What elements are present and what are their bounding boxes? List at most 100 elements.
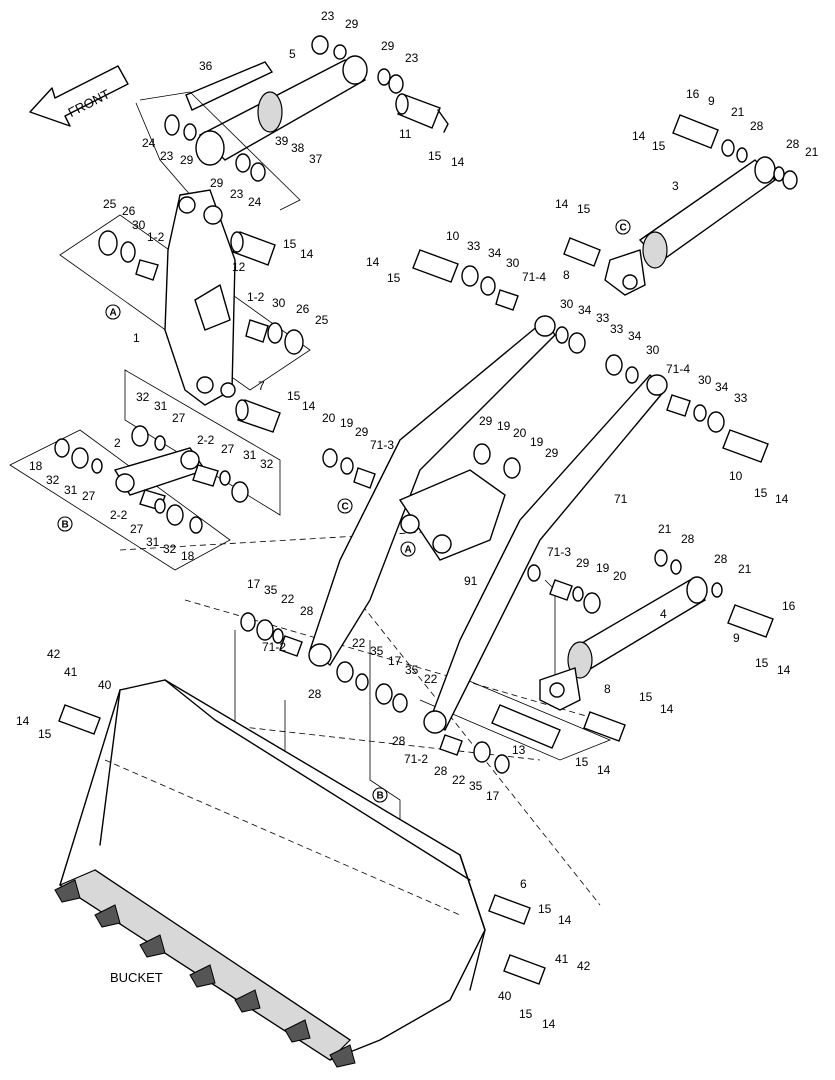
svg-text:28: 28 [681, 532, 695, 546]
svg-text:35: 35 [405, 663, 419, 677]
svg-text:17: 17 [247, 577, 261, 591]
ref-marker-b-1: B [57, 516, 73, 532]
front-arrow: FRONT [29, 65, 129, 127]
svg-text:1-2: 1-2 [147, 230, 165, 244]
svg-text:36: 36 [199, 59, 213, 73]
svg-text:32: 32 [46, 473, 60, 487]
bucket [54, 679, 486, 1068]
svg-text:28: 28 [434, 764, 448, 778]
svg-text:30: 30 [646, 343, 660, 357]
svg-text:C: C [620, 223, 627, 234]
pin-7 [235, 399, 281, 433]
svg-text:15: 15 [652, 139, 666, 153]
svg-text:30: 30 [560, 297, 574, 311]
svg-text:23: 23 [405, 51, 419, 65]
svg-text:11: 11 [399, 127, 412, 141]
svg-text:8: 8 [563, 268, 570, 282]
svg-text:10: 10 [729, 469, 743, 483]
svg-text:29: 29 [210, 176, 224, 190]
svg-text:23: 23 [230, 187, 244, 201]
svg-text:30: 30 [132, 218, 146, 232]
svg-text:1-2: 1-2 [247, 290, 265, 304]
svg-text:3: 3 [672, 179, 679, 193]
svg-text:34: 34 [715, 380, 729, 394]
svg-text:71-4: 71-4 [666, 362, 690, 376]
svg-text:28: 28 [786, 137, 800, 151]
svg-text:21: 21 [731, 105, 745, 119]
ref-marker-a-1: A [105, 304, 121, 320]
svg-text:22: 22 [352, 636, 366, 650]
svg-text:15: 15 [754, 486, 768, 500]
svg-text:5: 5 [289, 47, 296, 61]
svg-text:4: 4 [660, 607, 667, 621]
svg-text:2: 2 [114, 436, 121, 450]
svg-text:15: 15 [283, 237, 297, 251]
svg-text:14: 14 [558, 913, 572, 927]
svg-text:35: 35 [264, 583, 278, 597]
ref-marker-c-2: C [337, 498, 353, 514]
svg-text:71-3: 71-3 [370, 438, 394, 452]
bucket-label: BUCKET [110, 970, 163, 985]
svg-text:8: 8 [604, 682, 611, 696]
boom-pins [412, 114, 774, 749]
svg-text:71: 71 [614, 492, 628, 506]
svg-text:15: 15 [387, 271, 401, 285]
boom-cylinder-4 [539, 576, 708, 711]
svg-text:27: 27 [82, 489, 96, 503]
rings-top [164, 35, 404, 182]
svg-text:27: 27 [221, 442, 235, 456]
svg-text:15: 15 [38, 727, 52, 741]
svg-text:35: 35 [370, 644, 384, 658]
bucket-cylinder-5 [185, 55, 368, 166]
svg-text:41: 41 [64, 665, 78, 679]
svg-text:19: 19 [340, 416, 354, 430]
svg-text:22: 22 [281, 592, 295, 606]
svg-text:31: 31 [154, 399, 168, 413]
svg-text:27: 27 [172, 411, 186, 425]
svg-text:33: 33 [467, 239, 481, 253]
svg-text:14: 14 [542, 1017, 556, 1031]
svg-text:91: 91 [464, 574, 478, 588]
svg-text:30: 30 [272, 296, 286, 310]
svg-text:38: 38 [291, 141, 305, 155]
svg-text:C: C [342, 502, 349, 513]
svg-text:14: 14 [775, 492, 789, 506]
svg-text:42: 42 [577, 959, 591, 973]
svg-text:14: 14 [451, 155, 465, 169]
svg-text:41: 41 [555, 952, 569, 966]
svg-text:19: 19 [497, 419, 511, 433]
svg-text:28: 28 [392, 734, 406, 748]
svg-text:35: 35 [469, 779, 483, 793]
svg-text:71-2: 71-2 [404, 752, 428, 766]
svg-text:14: 14 [597, 763, 611, 777]
svg-text:14: 14 [777, 663, 791, 677]
svg-text:9: 9 [708, 94, 715, 108]
svg-text:21: 21 [658, 522, 672, 536]
svg-text:22: 22 [424, 672, 438, 686]
pin-12 [230, 231, 276, 266]
svg-text:34: 34 [488, 246, 502, 260]
svg-text:26: 26 [296, 302, 310, 316]
svg-text:16: 16 [782, 599, 796, 613]
svg-text:A: A [405, 545, 412, 556]
svg-text:30: 30 [506, 256, 520, 270]
svg-text:25: 25 [315, 313, 329, 327]
svg-text:32: 32 [260, 457, 274, 471]
svg-text:15: 15 [577, 202, 591, 216]
svg-text:29: 29 [479, 414, 493, 428]
svg-text:25: 25 [103, 197, 117, 211]
svg-text:18: 18 [181, 549, 195, 563]
svg-text:42: 42 [47, 647, 61, 661]
svg-text:21: 21 [805, 145, 819, 159]
svg-text:15: 15 [287, 389, 301, 403]
svg-text:14: 14 [632, 129, 646, 143]
svg-text:28: 28 [714, 552, 728, 566]
svg-text:14: 14 [555, 197, 569, 211]
svg-text:23: 23 [160, 149, 174, 163]
svg-text:15: 15 [755, 656, 769, 670]
front-label: FRONT [66, 86, 113, 120]
svg-text:29: 29 [545, 446, 559, 460]
svg-text:2-2: 2-2 [110, 508, 128, 522]
svg-text:13: 13 [512, 743, 526, 757]
